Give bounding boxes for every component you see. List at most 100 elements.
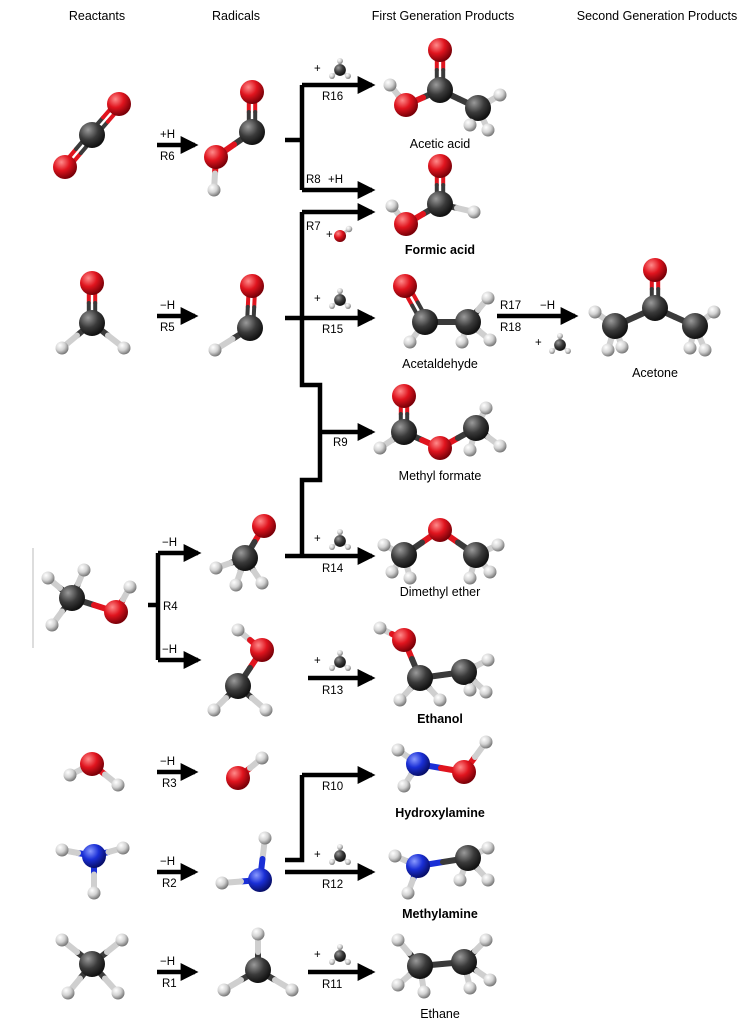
acetic-acid-molecule — [383, 38, 507, 137]
r13-methyl-molecule — [329, 650, 351, 671]
r11-methyl-molecule — [329, 944, 351, 965]
atom-H — [208, 343, 222, 357]
reaction-labels: +H R6 −H R5 −H R3 −H R2 −H R1 −H R4 −H R… — [160, 63, 555, 991]
atom-H — [393, 693, 407, 707]
atom-H — [345, 225, 353, 233]
atom-H — [493, 439, 507, 453]
atom-C — [334, 950, 346, 962]
formic-acid-molecule — [385, 154, 481, 236]
atom-H — [707, 305, 721, 319]
atom-H — [377, 538, 391, 552]
label-r17-mod: −H — [540, 300, 555, 312]
atom-C — [334, 656, 346, 668]
atom-H — [217, 983, 231, 997]
atom-H — [337, 288, 343, 294]
atom-H — [116, 841, 130, 855]
atom-H — [481, 123, 495, 137]
atom-O — [226, 766, 250, 790]
co2-molecule — [53, 92, 131, 179]
atom-O — [394, 212, 418, 236]
header-second-gen: Second Generation Products — [577, 9, 738, 23]
atom-H — [588, 305, 602, 319]
label-r12: R12 — [322, 879, 343, 891]
atom-H — [345, 859, 351, 865]
atom-H — [255, 751, 269, 765]
atom-O — [334, 230, 346, 242]
atom-O — [107, 92, 131, 116]
atom-H — [115, 933, 129, 947]
atom-H — [397, 779, 411, 793]
atom-H — [329, 665, 335, 671]
r16-methyl-molecule — [329, 58, 351, 79]
atom-C — [334, 64, 346, 76]
atom-O — [393, 274, 417, 298]
atom-H — [615, 340, 629, 354]
atom-O — [80, 271, 104, 295]
label-r12-plus: + — [314, 849, 321, 861]
atom-H — [111, 778, 125, 792]
atom-C — [682, 313, 708, 339]
atom-H — [391, 743, 405, 757]
label-r16-plus: + — [314, 63, 321, 75]
atom-H — [61, 986, 75, 1000]
atom-O — [204, 145, 228, 169]
atom-H — [483, 973, 497, 987]
atom-H — [388, 849, 402, 863]
atom-C — [427, 77, 453, 103]
atom-N — [406, 752, 430, 776]
atom-H — [493, 88, 507, 102]
label-r11-plus: + — [314, 949, 321, 961]
methyl-formate-molecule — [373, 384, 507, 460]
hocs-radical-molecule — [204, 80, 265, 197]
atom-H — [111, 986, 125, 1000]
atom-O — [428, 38, 452, 62]
formaldehyde-molecule — [55, 271, 131, 355]
molecules — [41, 38, 721, 1000]
name-dimethyl-ether: Dimethyl ether — [400, 585, 481, 599]
atom-H — [373, 621, 387, 635]
atom-H — [258, 831, 272, 845]
atom-H — [385, 565, 399, 579]
atom-H — [491, 538, 505, 552]
atom-H — [698, 343, 712, 357]
atom-C — [334, 294, 346, 306]
atom-H — [41, 571, 55, 585]
r7-oh-molecule — [334, 225, 353, 242]
atom-H — [337, 844, 343, 850]
atom-H — [337, 58, 343, 64]
r12-methyl-molecule — [329, 844, 351, 865]
acetaldehyde-molecule — [393, 274, 497, 349]
label-r8-mod: +H — [328, 174, 343, 186]
label-r9: R9 — [333, 437, 348, 449]
label-r4-top-mod: −H — [162, 537, 177, 549]
atom-H — [383, 78, 397, 92]
atom-H — [77, 563, 91, 577]
name-methyl-formate: Methyl formate — [399, 469, 482, 483]
label-r17: R17 — [500, 300, 521, 312]
label-r3-mod: −H — [160, 756, 175, 768]
atom-H — [251, 927, 265, 941]
label-r18-plus: + — [535, 337, 542, 349]
header-first-gen: First Generation Products — [372, 9, 514, 23]
label-r13: R13 — [322, 685, 343, 697]
atom-H — [479, 933, 493, 947]
atom-H — [463, 981, 477, 995]
atom-H — [481, 653, 495, 667]
atom-H — [463, 118, 477, 132]
atom-H — [463, 683, 477, 697]
atom-O — [252, 514, 276, 538]
name-ethane: Ethane — [420, 1007, 460, 1021]
label-r10: R10 — [322, 781, 343, 793]
label-r14-plus: + — [314, 533, 321, 545]
atom-C — [455, 845, 481, 871]
atom-H — [403, 571, 417, 585]
atom-H — [329, 959, 335, 965]
atom-O — [452, 760, 476, 784]
methylamine-molecule — [388, 841, 495, 900]
label-r2: R2 — [162, 878, 177, 890]
ch3-radical-molecule — [217, 927, 299, 997]
atom-H — [557, 333, 563, 339]
atom-H — [463, 571, 477, 585]
hydroxylamine-molecule — [391, 735, 493, 793]
